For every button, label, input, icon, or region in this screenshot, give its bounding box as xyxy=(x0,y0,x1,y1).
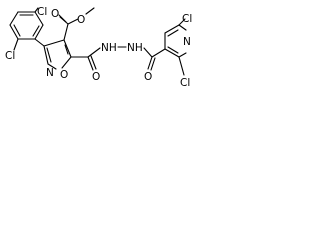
bond xyxy=(164,24,180,34)
bonds xyxy=(9,7,187,76)
bond xyxy=(61,56,72,69)
atom-label-cl: Cl xyxy=(5,50,15,62)
bond xyxy=(164,48,180,58)
bond xyxy=(167,29,179,37)
bond xyxy=(32,25,40,37)
bond xyxy=(9,24,19,40)
atom-label-o: O xyxy=(60,69,68,81)
atom-label-cl: Cl xyxy=(180,77,190,89)
atom-label-cl: Cl xyxy=(37,6,47,18)
bond xyxy=(46,47,52,63)
bond xyxy=(34,38,45,47)
bond xyxy=(178,24,187,31)
bond xyxy=(34,7,39,13)
bond xyxy=(178,52,187,58)
atom-label-o: O xyxy=(92,71,100,83)
bond xyxy=(13,38,19,51)
bond xyxy=(87,47,101,58)
bond xyxy=(58,14,67,23)
bond xyxy=(47,63,57,70)
bond xyxy=(64,44,69,55)
chemical-structure: Cl Cl O O N O O NH NH O Cl N Cl xyxy=(5,6,192,89)
atom-label-o: O xyxy=(144,71,152,83)
bond xyxy=(147,56,153,70)
bond xyxy=(167,46,179,54)
bond xyxy=(9,11,19,26)
bond xyxy=(34,24,44,40)
bond xyxy=(90,55,97,70)
bond xyxy=(43,45,49,65)
bond xyxy=(63,39,72,58)
bond xyxy=(151,48,166,58)
bond xyxy=(67,18,79,25)
bond xyxy=(63,23,69,41)
bond xyxy=(43,39,65,47)
atom-label-n: N xyxy=(46,67,54,79)
atom-labels: Cl Cl O O N O O NH NH O Cl N Cl xyxy=(5,6,192,89)
atom-label-nh: NH xyxy=(101,42,117,54)
bond xyxy=(150,57,156,71)
bond xyxy=(143,47,153,58)
atom-label-n: N xyxy=(183,36,191,48)
atom-label-cl: Cl xyxy=(182,13,192,25)
atom-label-o: O xyxy=(51,8,59,20)
bond xyxy=(178,18,186,26)
bond xyxy=(13,24,21,37)
atom-label-nh: NH xyxy=(127,42,143,54)
bond xyxy=(85,7,95,15)
bond xyxy=(34,11,44,26)
atom-label-o: O xyxy=(77,14,85,26)
bond xyxy=(178,56,185,76)
bond xyxy=(87,56,94,71)
